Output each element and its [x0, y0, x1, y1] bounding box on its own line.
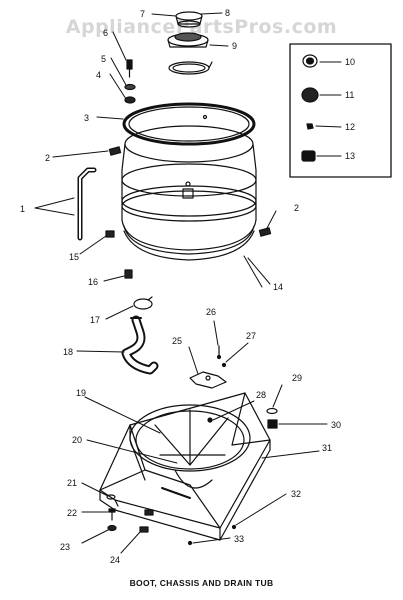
callout-32: 32: [291, 489, 301, 499]
callout-21: 21: [67, 478, 77, 488]
chassis-fasteners: [106, 494, 237, 546]
drain-hose: [77, 167, 97, 241]
watermark: AppliancePartsPros.com: [65, 16, 338, 38]
callout-4: 4: [96, 70, 101, 80]
callout-7: 7: [140, 9, 145, 19]
callout-18: 18: [63, 347, 73, 357]
callout-16: 16: [88, 277, 98, 287]
screw-and-washers: [124, 59, 136, 104]
callout-20: 20: [72, 435, 82, 445]
callout-12: 12: [345, 122, 355, 132]
callout-6: 6: [103, 28, 108, 38]
callout-1: 1: [20, 204, 25, 214]
callout-31: 31: [322, 443, 332, 453]
callout-33: 33: [234, 534, 244, 544]
chassis-base: [99, 392, 271, 541]
callout-22: 22: [67, 508, 77, 518]
callout-17: 17: [90, 315, 100, 325]
callout-30: 30: [331, 420, 341, 430]
callout-11: 11: [345, 90, 354, 100]
callout-8: 8: [225, 8, 230, 18]
callout-29: 29: [292, 373, 302, 383]
nut-and-bushing: [266, 407, 278, 429]
callout-2a: 2: [45, 153, 50, 163]
callout-14: 14: [273, 282, 283, 292]
callout-27: 27: [246, 331, 256, 341]
callout-9: 9: [232, 41, 237, 51]
drain-tub: [121, 114, 257, 261]
callout-25: 25: [172, 336, 182, 346]
diagram-caption: BOOT, CHASSIS AND DRAIN TUB: [129, 578, 274, 588]
callout-10: 10: [345, 57, 355, 67]
callout-2b: 2: [294, 203, 299, 213]
tub-gasket-ring: [122, 102, 256, 146]
callout-24: 24: [110, 555, 120, 565]
callout-3: 3: [84, 113, 89, 123]
tub-cap-assembly: [167, 11, 213, 75]
hose-clips: [105, 146, 272, 279]
callout-26: 26: [206, 307, 216, 317]
boot-and-clamp: [121, 296, 159, 375]
callout-labels: 1 2 2 3 4 5 6 7 8 9 10 11 12 13 14 15 16…: [20, 8, 355, 565]
leader-lines: [34, 12, 342, 554]
callout-23: 23: [60, 542, 70, 552]
callout-15: 15: [69, 252, 79, 262]
callout-19: 19: [76, 388, 86, 398]
callout-5: 5: [101, 54, 106, 64]
callout-13: 13: [345, 151, 355, 161]
inset-parts-box: [289, 43, 392, 178]
bracket-and-fasteners: [189, 345, 227, 389]
callout-28: 28: [256, 390, 266, 400]
